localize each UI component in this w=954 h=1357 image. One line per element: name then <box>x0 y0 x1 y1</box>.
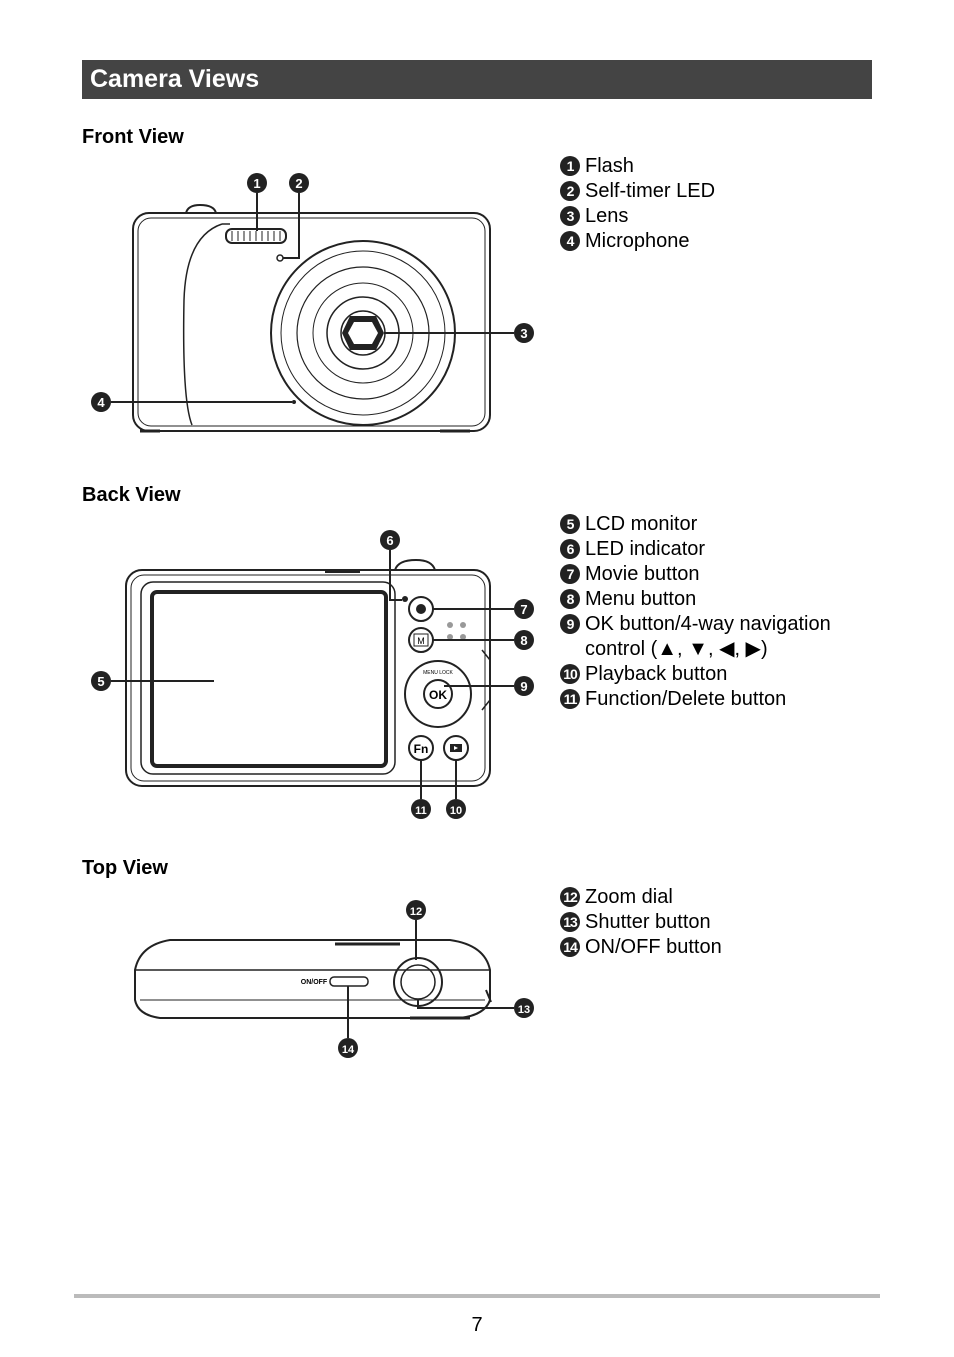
number-badge: 3 <box>560 206 580 226</box>
legend-label: Self-timer LED <box>585 180 716 202</box>
callout-13: 13 <box>518 1004 530 1016</box>
callout-3: 3 <box>520 326 527 341</box>
menu-lock-label: MENU LOCK <box>423 670 453 676</box>
footer-divider <box>74 1294 880 1298</box>
legend-label-line1: OK button/4-way navigation <box>585 613 831 635</box>
ok-button-label: OK <box>429 688 447 702</box>
number-badge: 4 <box>560 231 580 251</box>
callout-9: 9 <box>520 679 527 694</box>
front-view-illustration: 1 2 3 4 <box>91 173 534 433</box>
back-view-heading: Back View <box>82 484 181 506</box>
callout-11: 11 <box>415 805 427 817</box>
number-badge: 8 <box>560 589 580 609</box>
number-badge: 12 <box>560 887 580 907</box>
page-number: 7 <box>471 1314 483 1336</box>
legend-label: Lens <box>585 205 629 227</box>
callout-10: 10 <box>450 805 462 817</box>
legend-label: Flash <box>585 155 634 177</box>
top-view-heading: Top View <box>82 857 168 879</box>
back-view-illustration: M OK Fn MENU LOCK 6 7 8 9 5 11 10 <box>91 530 534 819</box>
number-badge: 2 <box>560 181 580 201</box>
callout-7: 7 <box>520 602 527 617</box>
onoff-label: ON/OFF <box>301 979 328 986</box>
legend-label: Zoom dial <box>585 886 673 908</box>
number-badge: 14 <box>560 937 580 957</box>
callout-6: 6 <box>386 533 393 548</box>
callout-4: 4 <box>97 395 105 410</box>
number-badge: 11 <box>560 689 580 709</box>
callout-1: 1 <box>253 176 260 191</box>
fn-button-label: Fn <box>414 742 429 756</box>
callout-5: 5 <box>97 674 104 689</box>
callout-badges: 1 2 3 4 <box>91 173 534 412</box>
callout-2: 2 <box>295 176 302 191</box>
top-view-illustration: ON/OFF 12 13 14 <box>134 900 534 1058</box>
number-badge: 9 <box>560 614 580 634</box>
legend-label: Playback button <box>585 663 728 685</box>
number-badge: 6 <box>560 539 580 559</box>
legend-label-line2: control (▲, ▼, ◀, ▶) <box>585 638 768 660</box>
front-view-heading: Front View <box>82 126 184 148</box>
callout-12: 12 <box>410 906 422 918</box>
number-badge: 10 <box>560 664 580 684</box>
title-bar: Camera Views <box>82 60 872 99</box>
number-badge: 1 <box>560 156 580 176</box>
legend-label: ON/OFF button <box>585 936 722 958</box>
legend-label: Function/Delete button <box>585 688 787 710</box>
legend-label: Microphone <box>585 230 690 252</box>
callout-14: 14 <box>342 1044 355 1056</box>
legend-label: Movie button <box>585 563 700 585</box>
callout-8: 8 <box>520 633 527 648</box>
legend-label: Menu button <box>585 588 697 610</box>
number-badge: 13 <box>560 912 580 932</box>
number-badge: 5 <box>560 514 580 534</box>
legend-label: LED indicator <box>585 538 706 560</box>
legend-label: OK button/4-way navigation control (▲, ▼,… <box>585 612 831 662</box>
legend-label: LCD monitor <box>585 513 698 535</box>
legend-label: Shutter button <box>585 911 711 933</box>
number-badge: 7 <box>560 564 580 584</box>
page-title: Camera Views <box>90 65 260 93</box>
menu-button-label: M <box>417 636 425 646</box>
